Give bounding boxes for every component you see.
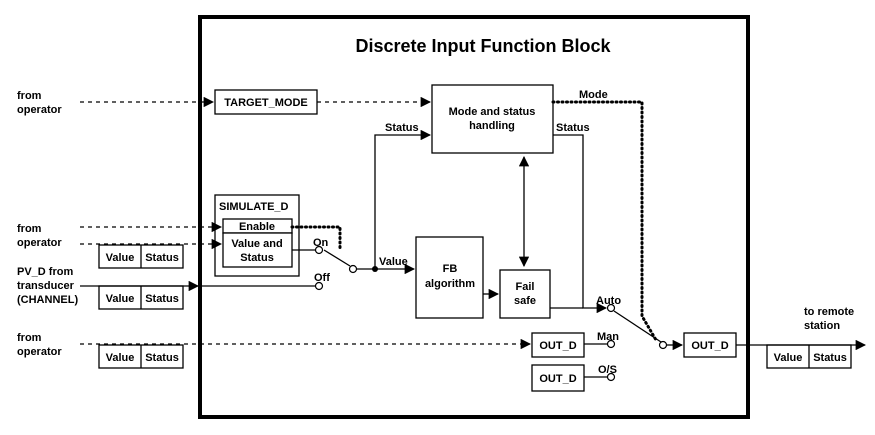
enable-control-dotted: [290, 225, 342, 252]
pv-d-label: PV_D from: [17, 266, 73, 278]
mode-control-dotted: [551, 100, 658, 342]
os-contact: [606, 372, 616, 382]
switch-pivot: [348, 264, 358, 274]
pair-out-value: Value: [774, 352, 803, 364]
from-operator-3-label-2: operator: [17, 346, 62, 358]
value-status-pair-1: Value Status: [98, 244, 184, 269]
pv-d-label-3: (CHANNEL): [17, 294, 78, 306]
from-operator-3-label: from: [17, 332, 42, 344]
pair-3-status: Status: [145, 352, 179, 364]
off-label: Off: [314, 272, 330, 284]
pair-2-status: Status: [145, 293, 179, 305]
off-contact: [314, 281, 324, 291]
mode-status-label-2: handling: [469, 120, 515, 132]
mode-label: Mode: [579, 89, 608, 101]
pair-3-value: Value: [106, 352, 135, 364]
on-contact: [314, 245, 324, 255]
status-left-label: Status: [385, 122, 419, 134]
mode-status-label-1: Mode and status: [449, 106, 536, 118]
out-d-man-label: OUT_D: [539, 340, 576, 352]
target-mode-block: TARGET_MODE: [214, 89, 318, 115]
simulate-d-block: SIMULATE_D Enable Value and Status: [214, 194, 300, 277]
pair-1-value: Value: [106, 252, 135, 264]
value-status-pair-output: Value Status: [766, 344, 852, 369]
out-d-main-label: OUT_D: [691, 340, 728, 352]
on-label: On: [313, 237, 329, 249]
fb-label-2: algorithm: [425, 278, 475, 290]
function-block-frame: [198, 15, 750, 419]
target-mode-label: TARGET_MODE: [224, 97, 308, 109]
to-remote-label-2: station: [804, 320, 840, 332]
out-d-os-label: OUT_D: [539, 373, 576, 385]
value-and-label-2: Status: [240, 252, 274, 264]
os-label: O/S: [598, 364, 617, 376]
man-contact: [606, 339, 616, 349]
to-remote-label-1: to remote: [804, 306, 854, 318]
pair-2-value: Value: [106, 293, 135, 305]
value-and-label-1: Value and: [231, 238, 282, 250]
mode-switch-arm: [613, 310, 662, 343]
enable-label: Enable: [239, 221, 275, 233]
status-to-handling-line: [374, 129, 432, 269]
fb-algorithm-block: FB algorithm: [415, 236, 484, 319]
value-status-pair-2: Value Status: [98, 285, 184, 310]
man-label: Man: [597, 331, 619, 343]
value-label: Value: [379, 256, 408, 268]
out-d-os-block: OUT_D: [531, 364, 585, 392]
mode-switch-pivot: [658, 340, 668, 350]
pair-1-status: Status: [145, 252, 179, 264]
out-d-man-block: OUT_D: [531, 332, 585, 358]
diagram-title: Discrete Input Function Block: [355, 36, 611, 56]
pair-out-status: Status: [813, 352, 847, 364]
fail-label-1: Fail: [516, 281, 535, 293]
value-status-pair-3: Value Status: [98, 344, 184, 369]
auto-label: Auto: [596, 295, 621, 307]
fb-label-1: FB: [443, 263, 458, 275]
simulate-d-label: SIMULATE_D: [219, 201, 289, 213]
status-right-label: Status: [556, 122, 590, 134]
simulate-switch-arm: [323, 249, 351, 267]
status-out-line: [553, 134, 608, 314]
from-operator-1-label: from: [17, 90, 42, 102]
mode-status-handling-block: Mode and status handling: [431, 84, 554, 154]
fail-label-2: safe: [514, 295, 536, 307]
from-operator-2-label: from: [17, 223, 42, 235]
from-operator-1-label-2: operator: [17, 104, 62, 116]
from-operator-2-label-2: operator: [17, 237, 62, 249]
out-d-main-block: OUT_D: [683, 332, 737, 358]
auto-contact: [606, 303, 616, 313]
fail-safe-block: Fail safe: [499, 269, 551, 319]
pv-d-label-2: transducer: [17, 280, 75, 292]
